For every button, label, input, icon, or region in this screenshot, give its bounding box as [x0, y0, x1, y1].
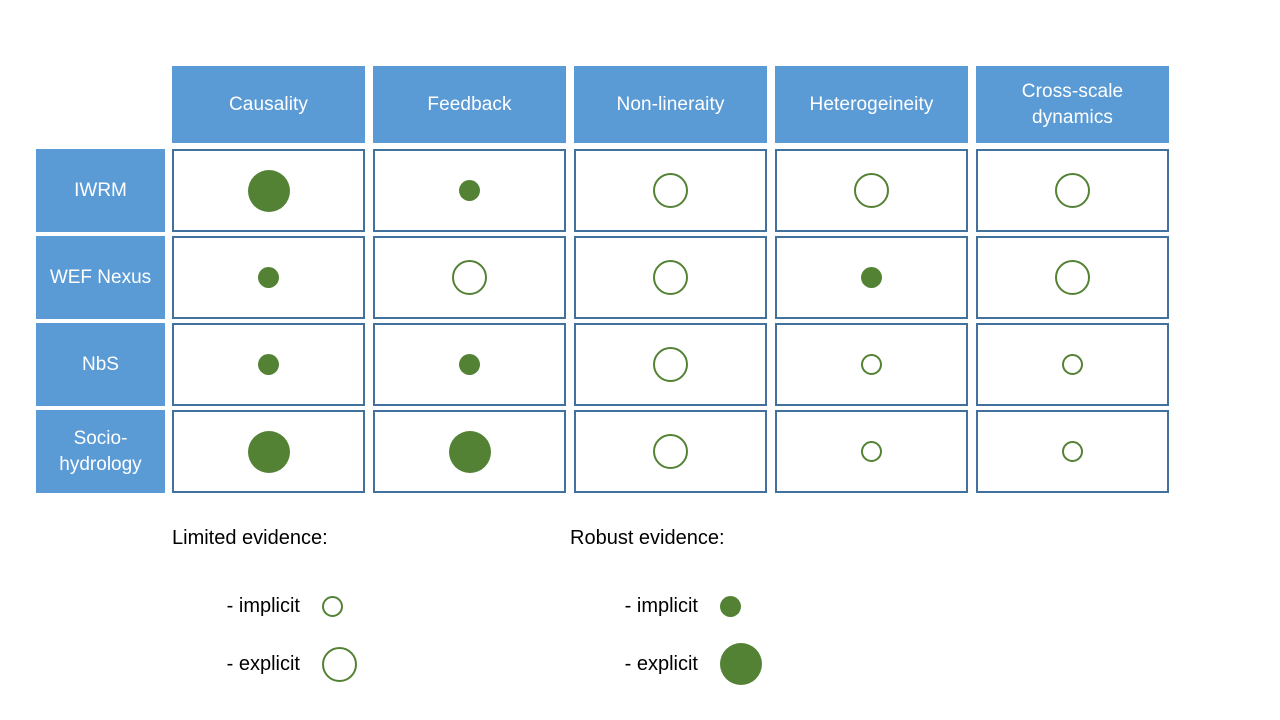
column-header-heterogeneity: Heterogeineity	[775, 66, 968, 143]
legend-marker-slot	[720, 643, 776, 685]
legend-entry-label: - implicit	[624, 594, 698, 617]
legend-entries-limited: - implicit - explicit	[172, 577, 378, 693]
legend-entry: - explicit	[570, 635, 776, 693]
cell-iwrm-cross-scale-dynamics	[976, 149, 1169, 232]
matrix-row: NbS	[36, 323, 1169, 406]
row-header-iwrm: IWRM	[36, 149, 165, 232]
evidence-marker	[861, 267, 882, 288]
cell-wef-nexus-heterogeneity	[775, 236, 968, 319]
evidence-marker	[247, 430, 290, 473]
evidence-marker	[258, 354, 279, 375]
matrix-row: IWRM	[36, 149, 1169, 232]
evidence-marker	[459, 180, 480, 201]
matrix-corner-spacer	[36, 66, 165, 143]
cell-iwrm-non-linearity	[574, 149, 767, 232]
cell-socio-hydrology-cross-scale-dynamics	[976, 410, 1169, 493]
evidence-marker	[459, 354, 480, 375]
cell-wef-nexus-causality	[172, 236, 365, 319]
cell-socio-hydrology-non-linearity	[574, 410, 767, 493]
evidence-marker	[258, 267, 279, 288]
cell-iwrm-causality	[172, 149, 365, 232]
column-header-feedback: Feedback	[373, 66, 566, 143]
column-header-cross-scale-dynamics: Cross-scale dynamics	[976, 66, 1169, 143]
evidence-marker	[247, 169, 290, 212]
column-header-label: Feedback	[427, 93, 512, 115]
cell-nbs-causality	[172, 323, 365, 406]
evidence-marker	[653, 434, 688, 469]
evidence-marker	[720, 643, 762, 685]
cell-nbs-non-linearity	[574, 323, 767, 406]
evidence-marker	[1062, 441, 1083, 462]
legend-group-limited-evidence: Limited evidence: - implicit - explicit	[172, 525, 378, 693]
legend-marker-slot	[720, 595, 776, 617]
evidence-marker	[1062, 354, 1083, 375]
evidence-marker	[854, 173, 889, 208]
cell-nbs-heterogeneity	[775, 323, 968, 406]
evidence-marker	[861, 354, 882, 375]
evidence-marker	[1055, 173, 1090, 208]
column-header-label: Causality	[228, 93, 309, 115]
legend-marker-slot	[322, 646, 378, 682]
column-header-label: Non-lineraity	[616, 93, 725, 115]
row-header-label: IWRM	[74, 179, 127, 201]
legend-entry: - implicit	[172, 577, 378, 635]
evidence-marker	[322, 595, 343, 617]
evidence-marker	[653, 347, 688, 382]
cell-socio-hydrology-causality	[172, 410, 365, 493]
column-header-non-linearity: Non-lineraity	[574, 66, 767, 143]
evidence-marker	[720, 595, 741, 617]
cell-iwrm-heterogeneity	[775, 149, 968, 232]
cell-socio-hydrology-heterogeneity	[775, 410, 968, 493]
row-header-label: Socio-hydrology	[59, 427, 142, 475]
evidence-marker	[653, 260, 688, 295]
legend-entry-label: - explicit	[624, 652, 698, 675]
evidence-marker	[452, 260, 487, 295]
legend-entries-robust: - implicit - explicit	[570, 577, 776, 693]
legend-entry-label: - explicit	[226, 652, 300, 675]
evidence-matrix: Causality Feedback Non-lineraity Heterog…	[36, 66, 1169, 493]
legend-entry: - implicit	[570, 577, 776, 635]
legend: Limited evidence: - implicit - explicit …	[0, 525, 1280, 705]
row-header-wef-nexus: WEF Nexus	[36, 236, 165, 319]
legend-title-limited-evidence: Limited evidence:	[172, 527, 328, 549]
cell-iwrm-feedback	[373, 149, 566, 232]
evidence-marker	[1055, 260, 1090, 295]
column-header-label: Heterogeineity	[809, 93, 934, 115]
legend-marker-slot	[322, 595, 378, 617]
evidence-marker	[653, 173, 688, 208]
cell-wef-nexus-feedback	[373, 236, 566, 319]
legend-entry: - explicit	[172, 635, 378, 693]
row-header-label: NbS	[82, 353, 119, 375]
cell-wef-nexus-cross-scale-dynamics	[976, 236, 1169, 319]
cell-nbs-feedback	[373, 323, 566, 406]
legend-group-robust-evidence: Robust evidence: - implicit - explicit	[570, 525, 776, 693]
column-header-label: Cross-scale dynamics	[1021, 80, 1124, 128]
column-header-causality: Causality	[172, 66, 365, 143]
evidence-marker	[322, 646, 357, 682]
cell-socio-hydrology-feedback	[373, 410, 566, 493]
evidence-marker	[448, 430, 491, 473]
cell-wef-nexus-non-linearity	[574, 236, 767, 319]
matrix-row: WEF Nexus	[36, 236, 1169, 319]
row-header-socio-hydrology: Socio-hydrology	[36, 410, 165, 493]
cell-nbs-cross-scale-dynamics	[976, 323, 1169, 406]
legend-entry-label: - implicit	[226, 594, 300, 617]
evidence-marker	[861, 441, 882, 462]
row-header-nbs: NbS	[36, 323, 165, 406]
legend-title-robust-evidence: Robust evidence:	[570, 527, 725, 549]
matrix-row: Socio-hydrology	[36, 410, 1169, 493]
matrix-header-row: Causality Feedback Non-lineraity Heterog…	[36, 66, 1169, 143]
row-header-label: WEF Nexus	[49, 266, 152, 288]
